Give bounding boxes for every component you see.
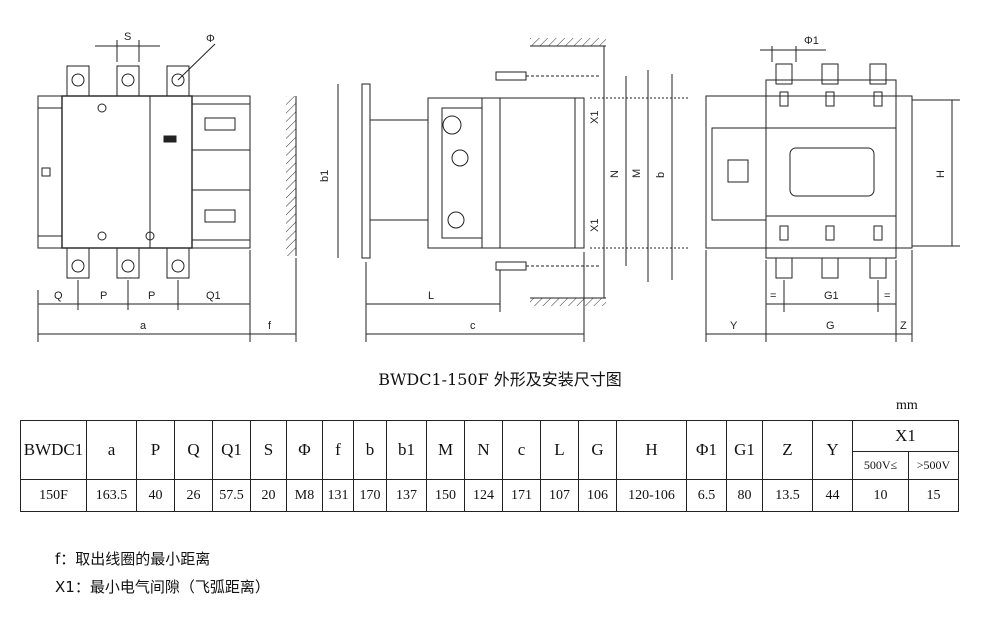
value-cell: 163.5 bbox=[86, 479, 137, 512]
value-cell: 13.5 bbox=[762, 479, 813, 512]
dim-b1: b1 bbox=[319, 170, 331, 182]
header-cell: P bbox=[136, 420, 175, 480]
side-view: b1 X1 N M b X1 L c bbox=[319, 38, 690, 342]
header-x1-sub: >500V bbox=[908, 451, 959, 480]
note-text: 取出线圈的最小距离 bbox=[75, 550, 211, 568]
value-cell: 171 bbox=[502, 479, 541, 512]
header-cell: Φ1 bbox=[686, 420, 727, 480]
header-x1: X1 bbox=[852, 420, 959, 452]
value-cell: 131 bbox=[322, 479, 354, 512]
dim-c: c bbox=[470, 320, 476, 332]
value-cell: 170 bbox=[353, 479, 387, 512]
dim-N: N bbox=[609, 170, 621, 178]
dim-Q: Q bbox=[54, 290, 63, 302]
dim-phi1: Φ1 bbox=[804, 35, 819, 47]
end-view: Φ1 H = G1 = Y G Z bbox=[705, 35, 960, 342]
drawing-caption: BWDC1-150F 外形及安装尺寸图 bbox=[378, 370, 622, 389]
front-view: S Φ Q P P Q1 a f bbox=[37, 31, 297, 342]
dim-M: M bbox=[631, 169, 643, 178]
header-cell: a bbox=[86, 420, 137, 480]
dim-X1-bottom: X1 bbox=[589, 219, 601, 232]
value-cell-x1: 10 bbox=[852, 479, 909, 512]
cell-model: 150F bbox=[20, 479, 87, 512]
value-cell: 107 bbox=[540, 479, 579, 512]
value-cell: M8 bbox=[286, 479, 323, 512]
header-cell: M bbox=[426, 420, 465, 480]
header-cell: G1 bbox=[726, 420, 763, 480]
value-cell: 20 bbox=[250, 479, 287, 512]
header-cell: N bbox=[464, 420, 503, 480]
dim-eq-right: = bbox=[884, 290, 890, 302]
value-cell: 124 bbox=[464, 479, 503, 512]
dim-eq-left: = bbox=[770, 290, 776, 302]
unit-label: mm bbox=[896, 398, 918, 413]
value-cell: 26 bbox=[174, 479, 213, 512]
value-cell: 57.5 bbox=[212, 479, 251, 512]
header-x1-sub: 500V≤ bbox=[852, 451, 909, 480]
dim-G1: G1 bbox=[824, 290, 839, 302]
header-cell: Q1 bbox=[212, 420, 251, 480]
value-cell: 120-106 bbox=[616, 479, 687, 512]
header-cell: Y bbox=[812, 420, 853, 480]
header-model: BWDC1 bbox=[20, 420, 87, 480]
header-cell: S bbox=[250, 420, 287, 480]
value-cell: 40 bbox=[136, 479, 175, 512]
dimension-table: BWDC1 a P Q Q1 S Φ f b b1 M N c L G H Φ1… bbox=[20, 420, 959, 512]
value-cell: 44 bbox=[812, 479, 853, 512]
dim-P2: P bbox=[148, 290, 155, 302]
value-cell: 80 bbox=[726, 479, 763, 512]
header-cell: b1 bbox=[386, 420, 427, 480]
value-cell: 106 bbox=[578, 479, 617, 512]
header-cell: f bbox=[322, 420, 354, 480]
dimension-drawing: S Φ Q P P Q1 a f bbox=[37, 31, 960, 342]
dim-Q1: Q1 bbox=[206, 290, 221, 302]
dim-f: f bbox=[268, 320, 272, 332]
header-cell: Φ bbox=[286, 420, 323, 480]
header-cell: b bbox=[353, 420, 387, 480]
value-cell-x1: 15 bbox=[908, 479, 959, 512]
header-cell: c bbox=[502, 420, 541, 480]
note-line: X1：最小电气间隙（飞弧距离） bbox=[55, 573, 270, 601]
header-cell: L bbox=[540, 420, 579, 480]
dim-G: G bbox=[826, 320, 835, 332]
dim-a: a bbox=[140, 320, 147, 332]
header-cell: Z bbox=[762, 420, 813, 480]
note-key: X1： bbox=[55, 578, 90, 596]
header-cell: G bbox=[578, 420, 617, 480]
value-cell: 137 bbox=[386, 479, 427, 512]
value-cell: 150 bbox=[426, 479, 465, 512]
dim-Y: Y bbox=[730, 320, 738, 332]
header-cell: H bbox=[616, 420, 687, 480]
dim-X1-top: X1 bbox=[589, 111, 601, 124]
note-text: 最小电气间隙（飞弧距离） bbox=[89, 578, 270, 596]
header-cell: Q bbox=[174, 420, 213, 480]
note-line: f：取出线圈的最小距离 bbox=[55, 545, 270, 573]
dim-b: b bbox=[655, 172, 667, 178]
dim-P1: P bbox=[100, 290, 107, 302]
dim-L: L bbox=[428, 290, 434, 302]
dim-Z: Z bbox=[900, 320, 907, 332]
value-cell: 6.5 bbox=[686, 479, 727, 512]
notes: f：取出线圈的最小距离 X1：最小电气间隙（飞弧距离） bbox=[55, 545, 270, 601]
dim-H: H bbox=[935, 170, 947, 178]
dim-S: S bbox=[124, 31, 131, 43]
table-row: 150F 163.5 40 26 57.5 20 M8 131 170 137 … bbox=[20, 479, 959, 512]
dim-phi: Φ bbox=[206, 33, 215, 45]
note-key: f： bbox=[55, 550, 76, 568]
